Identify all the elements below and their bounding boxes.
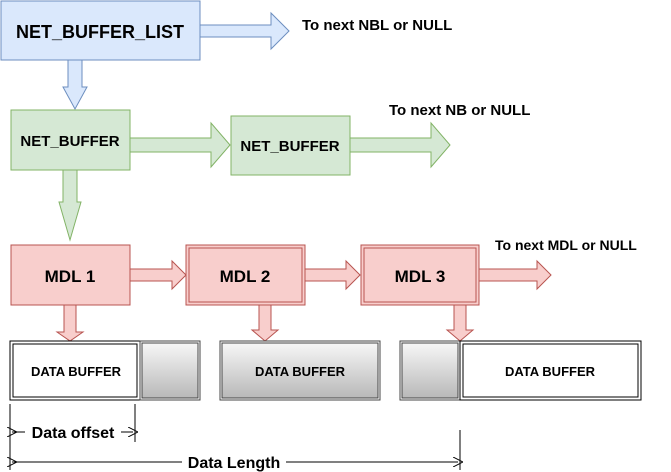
mdl-node-1: MDL 1 (10, 244, 131, 306)
mdl3-to-buffer-arrow (445, 304, 475, 342)
next-nb-label: To next NB or NULL (389, 102, 530, 119)
unused-segment-1 (139, 340, 201, 401)
mdl-node-2: MDL 2 (185, 244, 306, 306)
mdl1-to-buffer-arrow (55, 304, 85, 342)
net-buffer-label-1: NET_BUFFER (20, 133, 119, 150)
nb-to-mdl-arrow (58, 169, 82, 242)
next-mdl-label: To next MDL or NULL (495, 237, 637, 253)
nbl-to-nb-arrow (62, 59, 88, 111)
data-buffer-label-1: DATA BUFFER (31, 364, 122, 379)
mdl-label-1: MDL 1 (45, 267, 96, 286)
data-offset-dimension: Data offset (10, 404, 135, 442)
net-buffer-node-2: NET_BUFFER (230, 115, 351, 176)
next-nbl-label: To next NBL or NULL (302, 17, 452, 34)
nbl-next-arrow (199, 11, 290, 51)
data-buffer-label-2: DATA BUFFER (255, 364, 346, 379)
mdl-next-arrow (478, 259, 552, 291)
mdl-label-2: MDL 2 (220, 267, 271, 286)
data-buffer-label-3: DATA BUFFER (505, 364, 596, 379)
mdl1-to-mdl2-arrow (129, 259, 187, 291)
mdl2-to-buffer-arrow (250, 304, 280, 342)
data-buffer-1: DATA BUFFER (9, 340, 141, 401)
nb1-to-nb2-arrow (129, 121, 231, 169)
data-length-label: Data Length (188, 455, 280, 472)
data-buffer-3: DATA BUFFER (459, 340, 642, 401)
data-buffer-2: DATA BUFFER (219, 340, 381, 401)
net-buffer-list-node: NET_BUFFER_LIST (0, 0, 201, 61)
nb-next-arrow (349, 121, 451, 169)
data-offset-label: Data offset (32, 425, 115, 442)
mdl2-to-mdl3-arrow (304, 259, 361, 291)
net-buffer-label-2: NET_BUFFER (240, 138, 339, 155)
mdl-label-3: MDL 3 (395, 267, 446, 286)
unused-segment-3 (399, 340, 461, 401)
data-length-dimension: Data Length (10, 430, 460, 472)
mdl-node-3: MDL 3 (360, 244, 480, 306)
net-buffer-node-1: NET_BUFFER (10, 109, 131, 171)
net-buffer-list-label: NET_BUFFER_LIST (16, 22, 184, 42)
